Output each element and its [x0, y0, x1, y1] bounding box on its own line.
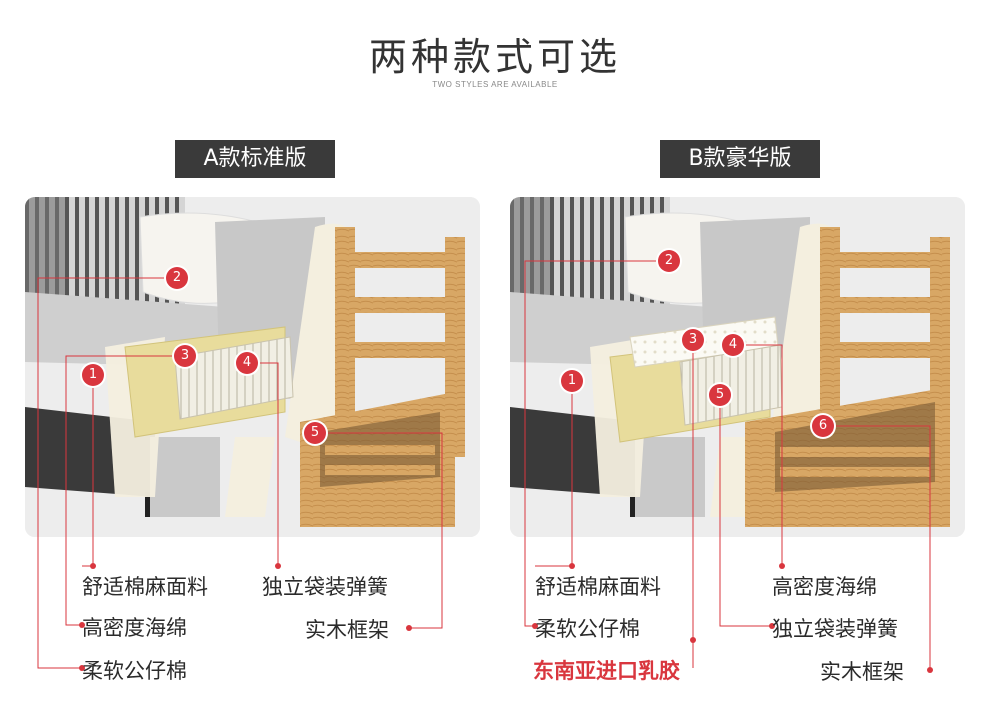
callout-badge-a-4: 4	[236, 352, 258, 374]
feature-b-cotton: 柔软公仔棉	[535, 617, 640, 641]
callout-badge-b-5: 5	[709, 384, 731, 406]
feature-a-springs: 独立袋装弹簧	[262, 575, 388, 599]
style-b-label: B款豪华版	[660, 140, 820, 178]
feature-a-fabric: 舒适棉麻面料	[82, 575, 208, 599]
feature-b-latex: 东南亚进口乳胶	[533, 659, 680, 683]
callout-badge-b-3: 3	[682, 329, 704, 351]
callout-badge-b-4: 4	[722, 334, 744, 356]
callout-badge-a-3: 3	[174, 345, 196, 367]
feature-b-springs: 独立袋装弹簧	[772, 617, 898, 641]
callout-badge-b-1: 1	[561, 370, 583, 392]
feature-b-foam: 高密度海绵	[772, 575, 877, 599]
style-b-sofa-cutaway-image	[510, 197, 965, 537]
callout-badge-a-2: 2	[166, 267, 188, 289]
callout-badge-b-6: 6	[812, 415, 834, 437]
feature-a-frame: 实木框架	[305, 618, 389, 642]
feature-b-frame: 实木框架	[820, 660, 904, 684]
feature-a-cotton: 柔软公仔棉	[82, 659, 187, 683]
feature-b-fabric: 舒适棉麻面料	[535, 575, 661, 599]
callout-badge-b-2: 2	[658, 250, 680, 272]
callout-badge-a-1: 1	[82, 364, 104, 386]
callout-badge-a-5: 5	[304, 422, 326, 444]
page-subtitle: TWO STYLES ARE AVAILABLE	[432, 80, 558, 89]
style-a-label: A款标准版	[175, 140, 335, 178]
page-title: 两种款式可选	[368, 35, 621, 79]
feature-a-foam: 高密度海绵	[82, 616, 187, 640]
